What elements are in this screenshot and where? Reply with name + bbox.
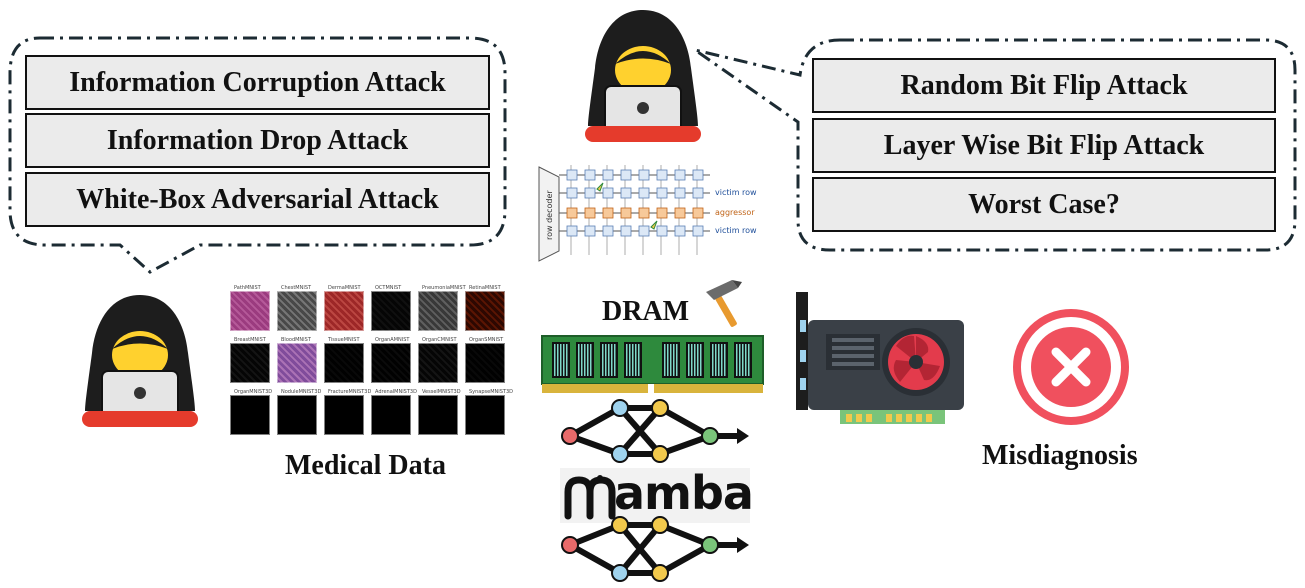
memory-cell [620,187,632,199]
dataset-title: AdrenalMNIST3D [375,389,417,395]
right-speech-bubble [694,38,1297,252]
memory-cell [656,169,668,181]
memory-cell [566,187,578,199]
gpu-icon [796,292,964,424]
attack-box-information-drop: Information Drop Attack [25,113,490,168]
dataset-title: RetinaMNIST [469,285,501,291]
neural-network-icon [561,516,749,582]
dataset-title: BreastMNIST [234,337,266,343]
memory-cell [638,225,650,237]
dataset-thumbnail [277,395,317,435]
dataset-title: SynapseMNIST3D [469,389,514,395]
attack-box-information-corruption: Information Corruption Attack [25,55,490,110]
misdiagnosis-caption: Misdiagnosis [982,440,1138,471]
dataset-thumbnail [418,291,458,331]
dataset-title: PneumoniaMNIST [422,285,466,291]
aggressor-cell [656,207,668,219]
dataset-thumbnail [230,395,270,435]
memory-cell [638,169,650,181]
attack-box-random-bit-flip: Random Bit Flip Attack [812,58,1276,113]
dataset-thumbnail [465,291,505,331]
dataset-thumbnail [277,343,317,383]
memory-cell [620,225,632,237]
dataset-thumbnail [230,343,270,383]
dataset-title: PathMNIST [234,285,261,291]
memory-cell [674,169,686,181]
aggressor-cell [584,207,596,219]
dataset-thumbnail [418,343,458,383]
bit-flip-bolt [596,182,604,192]
medical-data-caption: Medical Data [285,450,446,481]
dataset-thumbnail [324,291,364,331]
dram-caption: DRAM [602,296,690,327]
dataset-thumbnail [277,291,317,331]
mamba-logo: amba [560,466,754,523]
aggressor-cell [602,207,614,219]
memory-cell [566,225,578,237]
dataset-thumbnail [324,395,364,435]
dataset-thumbnail [371,343,411,383]
attack-box-layer-wise-bit-flip: Layer Wise Bit Flip Attack [812,118,1276,173]
dataset-thumbnail [465,395,505,435]
memory-cell [692,169,704,181]
dataset-title: OCTMNIST [375,285,402,291]
memory-cell [656,187,668,199]
dram-module-icon [541,335,764,393]
dataset-title: BloodMNIST [281,337,311,343]
bit-flip-bolt [650,220,658,230]
dataset-thumbnail [324,343,364,383]
neural-network-icon [561,399,749,463]
aggressor-label: aggressor [715,208,755,217]
dataset-title: NoduleMNIST3D [281,389,322,395]
memory-cell [656,225,668,237]
left-speech-bubble [8,36,507,274]
dataset-title: DermaMNIST [328,285,361,291]
memory-cell [584,225,596,237]
aggressor-cell [692,207,704,219]
dataset-thumbnail [230,291,270,331]
memory-cell [602,187,614,199]
error-x-icon [1013,309,1129,425]
memory-cell [602,169,614,181]
mamba-snake-m-icon [564,475,616,520]
memory-cell [566,169,578,181]
victim-row-label-top: victim row [715,188,757,197]
victim-row-label-bottom: victim row [715,226,757,235]
dataset-thumbnail [371,291,411,331]
aggressor-cell [674,207,686,219]
memory-cell [584,187,596,199]
dataset-title: OrganCMNIST [422,337,457,343]
memory-cell [692,225,704,237]
dataset-thumbnail [418,395,458,435]
rowhammer-diagram: row decoder victim row aggressor victim … [538,165,757,262]
memory-cell [620,169,632,181]
dataset-thumbnail [371,395,411,435]
attack-box-white-box-adversarial: White-Box Adversarial Attack [25,172,490,227]
memory-cell [692,187,704,199]
attack-box-worst-case: Worst Case? [812,177,1276,232]
memory-cell [602,225,614,237]
dataset-title: TissueMNIST [328,337,360,343]
aggressor-cell [638,207,650,219]
hacker-icon [82,295,198,427]
memory-cell [674,225,686,237]
aggressor-cell [620,207,632,219]
dataset-title: OrganMNIST3D [234,389,273,395]
dataset-thumbnail [465,343,505,383]
hacker-icon [585,10,701,142]
aggressor-cell [566,207,578,219]
memory-cell [638,187,650,199]
medical-dataset-grid: PathMNIST ChestMNIST DermaMNIST OCTMNIST Pne… [230,285,514,435]
dataset-title: ChestMNIST [281,285,312,291]
dataset-title: FractureMNIST3D [328,389,372,395]
dataset-title: OrganAMNIST [375,337,410,343]
mamba-wordmark: amba [614,466,754,520]
row-decoder-label: row decoder [545,190,554,240]
memory-cell [674,187,686,199]
hammer-icon [706,280,742,327]
memory-cell [584,169,596,181]
dataset-title: VesselMNIST3D [422,389,461,395]
dataset-title: OrganSMNIST [469,337,504,343]
